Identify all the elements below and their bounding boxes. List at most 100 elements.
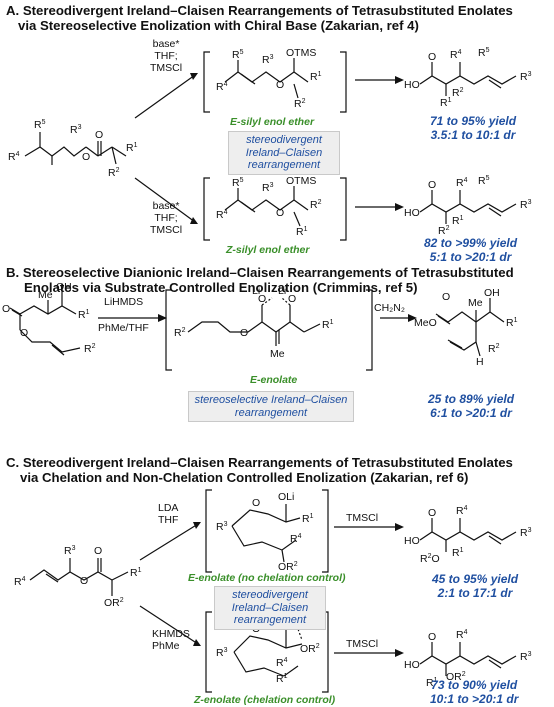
section-a-e-silyl-label: E-silyl enol ether xyxy=(230,116,315,128)
atom-r3: R3 xyxy=(262,54,274,66)
atom-r3: R3 xyxy=(70,124,82,136)
atom-r4: R4 xyxy=(14,576,26,588)
atom-oh: OH xyxy=(484,287,500,299)
atom-r1: R1 xyxy=(126,142,138,154)
atom-r1: R1 xyxy=(426,677,438,689)
atom-o: O xyxy=(240,327,248,339)
atom-r1: R1 xyxy=(452,547,464,559)
atom-r5: R5 xyxy=(232,177,244,189)
atom-r4: R4 xyxy=(456,629,468,641)
atom-r4: R4 xyxy=(456,505,468,517)
atom-r3: R3 xyxy=(520,651,532,663)
atom-otms: OTMS xyxy=(286,175,316,187)
atom-r4: R4 xyxy=(216,81,228,93)
section-b-reagent-lihmds: LiHMDS xyxy=(104,296,144,308)
atom-r4: R4 xyxy=(456,177,468,189)
atom-r1: R1 xyxy=(276,673,288,685)
atom-r2: R2 xyxy=(294,98,306,110)
atom-r3: R3 xyxy=(520,71,532,83)
atom-r2: R2 xyxy=(174,327,186,339)
atom-li: Li xyxy=(278,285,286,297)
atom-ho: HO xyxy=(404,79,420,91)
atom-r3: R3 xyxy=(216,521,228,533)
atom-li: Li xyxy=(252,285,260,297)
atom-r2: R2 xyxy=(84,343,96,355)
section-c-yield-bottom: 73 to 90% yield 10:1 to >20:1 dr xyxy=(430,678,519,706)
section-c-header-line2: via Chelation and Non-Chelation Controll… xyxy=(20,470,469,485)
atom-r2: R2 xyxy=(310,199,322,211)
section-c-reagents-top: LDA THF xyxy=(158,502,179,526)
atom-o: O xyxy=(428,51,436,63)
atom-r1: R1 xyxy=(452,215,464,227)
section-a-reagents-bottom: base* THF; TMSCl xyxy=(150,200,183,236)
atom-ho: HO xyxy=(404,535,420,547)
atom-o: O xyxy=(94,545,102,557)
section-b-header: B. Stereoselective Dianionic Ireland–Cla… xyxy=(6,265,514,295)
atom-r3: R3 xyxy=(216,647,228,659)
atom-r1: R1 xyxy=(78,309,90,321)
atom-r2: R2 xyxy=(488,343,500,355)
atom-o: O xyxy=(428,179,436,191)
section-b-yield: 25 to 89% yield 6:1 to >20:1 dr xyxy=(428,392,515,420)
atom-o: O xyxy=(82,151,90,163)
atom-me: Me xyxy=(270,348,285,360)
atom-r3: R3 xyxy=(262,182,274,194)
section-a-header: A. Stereodivergent Ireland–Claisen Rearr… xyxy=(6,3,513,33)
atom-o: O xyxy=(442,291,450,303)
atom-ho: HO xyxy=(404,659,420,671)
atom-o: O xyxy=(428,631,436,643)
atom-r4: R4 xyxy=(8,151,20,163)
atom-r4: R4 xyxy=(290,533,302,545)
atom-r2: R2 xyxy=(452,87,464,99)
atom-otms: OTMS xyxy=(286,47,316,59)
atom-o: O xyxy=(276,207,284,219)
atom-o: O xyxy=(2,303,10,315)
atom-o: O xyxy=(252,497,260,509)
atom-ho: HO xyxy=(404,207,420,219)
atom-or2: OR2 xyxy=(104,597,124,609)
section-b-header-line1: B. Stereoselective Dianionic Ireland–Cla… xyxy=(6,265,514,280)
atom-o: O xyxy=(20,327,28,339)
atom-meo: MeO xyxy=(414,317,437,329)
atom-r5: R5 xyxy=(34,119,46,131)
section-a-header-line2: via Stereoselective Enolization with Chi… xyxy=(18,18,419,33)
section-c-rearrangement-box: stereodivergent Ireland–Claisen rearrang… xyxy=(214,586,326,630)
atom-r5: R5 xyxy=(478,175,490,187)
section-b-e-enolate-label: E-enolate xyxy=(250,374,298,386)
section-c-yield-top: 45 to 95% yield 2:1 to 17:1 dr xyxy=(432,572,519,600)
atom-r2: R2 xyxy=(108,167,120,179)
atom-r3: R3 xyxy=(520,527,532,539)
atom-r1: R1 xyxy=(506,317,518,329)
section-c-z-enolate-label: Z-enolate (chelation control) xyxy=(194,694,336,706)
atom-o: O xyxy=(95,129,103,141)
atom-or2: OR2 xyxy=(300,643,320,655)
section-b-reagent-ch2n2: CH₂N₂ xyxy=(374,302,405,314)
atom-r4: R4 xyxy=(216,209,228,221)
atom-r1: R1 xyxy=(296,226,308,238)
atom-oli: OLi xyxy=(278,491,294,503)
atom-o: O xyxy=(288,293,296,305)
section-a-z-silyl-label: Z-silyl enol ether xyxy=(226,244,310,256)
section-c-header-line1: C. Stereodivergent Ireland–Claisen Rearr… xyxy=(6,455,513,470)
section-a-yield-top: 71 to 95% yield 3.5:1 to 10:1 dr xyxy=(430,114,517,142)
atom-r5: R5 xyxy=(478,47,490,59)
atom-or2: OR2 xyxy=(446,671,466,683)
atom-or2: OR2 xyxy=(278,561,298,573)
section-a-reagents-top: base* THF; TMSCl xyxy=(150,38,183,74)
atom-r1: R1 xyxy=(130,567,142,579)
atom-r2: R2 xyxy=(438,225,450,237)
atom-me: Me xyxy=(38,289,53,301)
atom-r1: R1 xyxy=(310,71,322,83)
section-a-header-line1: A. Stereodivergent Ireland–Claisen Rearr… xyxy=(6,3,513,18)
atom-r1: R1 xyxy=(440,97,452,109)
atom-r4: R4 xyxy=(276,657,288,669)
section-a-yield-bottom: 82 to >99% yield 5:1 to >20:1 dr xyxy=(424,236,518,264)
section-b-rearrangement-box: stereoselective Ireland–Claisen rearrang… xyxy=(188,391,354,422)
atom-r1: R1 xyxy=(302,513,314,525)
atom-r1: R1 xyxy=(322,319,334,331)
atom-h: H xyxy=(476,356,484,368)
atom-o: O xyxy=(80,575,88,587)
atom-me: Me xyxy=(468,297,483,309)
